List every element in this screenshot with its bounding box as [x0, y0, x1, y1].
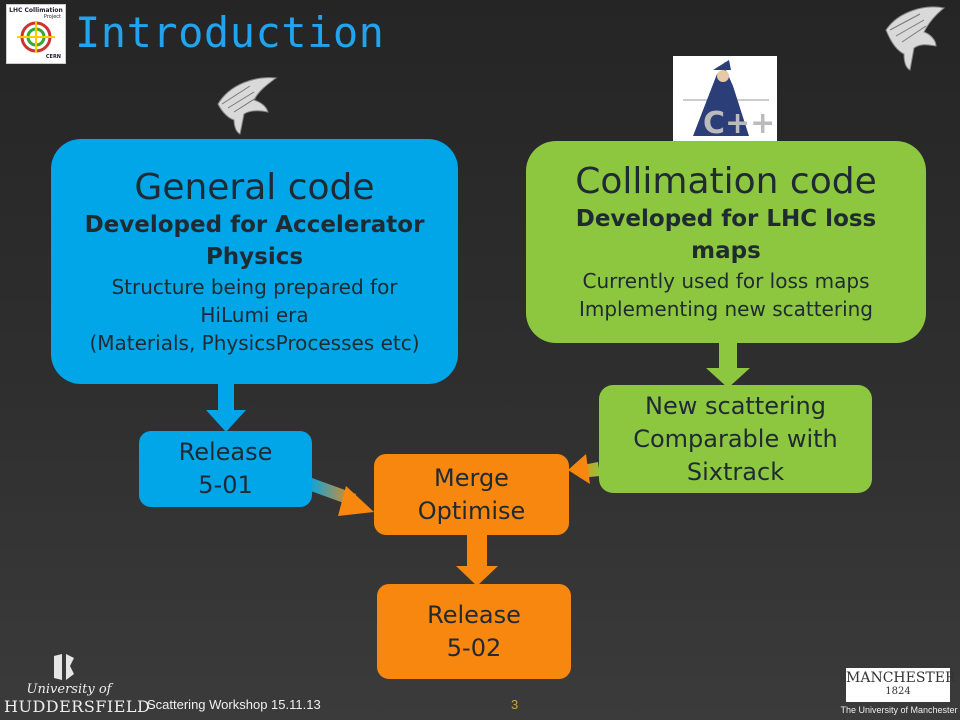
release-501-line2: 5-01	[198, 471, 253, 499]
arrow-collimation-to-newscattering	[706, 343, 750, 388]
huddersfield-line2: HUDDERSFIELD	[4, 697, 151, 716]
release-502-line1: Release	[427, 600, 521, 629]
arrow-release501-to-merge	[308, 478, 374, 516]
arrow-merge-to-release502	[456, 535, 498, 586]
new-scattering-line2: Comparable with	[633, 424, 838, 453]
huddersfield-logo: University of HUDDERSFIELD	[4, 650, 151, 716]
general-code-line2: HiLumi era	[200, 302, 309, 327]
page-number: 3	[511, 697, 519, 712]
release-502-line2: 5-02	[446, 633, 502, 662]
manchester-line1: MANCHESTER	[846, 670, 956, 686]
collimation-code-line1: Currently used for loss maps	[582, 269, 870, 293]
lhc-logo-text-top: LHC Collimation	[9, 7, 63, 14]
general-code-heading: General code	[134, 166, 375, 208]
release-501-box: Release 5-01	[139, 431, 312, 507]
collimation-code-subheading: Developed for LHC loss maps	[575, 206, 877, 264]
huddersfield-crest-icon	[54, 654, 74, 680]
new-scattering-line3: Sixtrack	[686, 457, 785, 486]
release-502-box: Release 5-02	[377, 584, 571, 679]
manchester-crest: MANCHESTER 1824	[846, 668, 956, 702]
footer-text: Scattering Workshop 15.11.13	[147, 697, 321, 712]
general-code-subheading: Developed for Accelerator Physics	[84, 211, 425, 270]
merge-line2: Optimise	[417, 496, 526, 525]
general-code-line3: (Materials, PhysicsProcesses etc)	[89, 330, 420, 355]
collimation-code-heading: Collimation code	[575, 161, 877, 202]
collimation-code-line2: Implementing new scattering	[578, 297, 874, 321]
new-scattering-line1: New scattering	[645, 391, 826, 420]
cpp-logo: C++	[673, 56, 777, 142]
manchester-line3: The University of Manchester	[840, 705, 958, 715]
cpp-wizard-icon	[683, 60, 769, 136]
lhc-logo-text-cern: CERN	[45, 54, 61, 60]
merge-optimise-box: Merge Optimise	[374, 454, 569, 535]
lhc-logo-text-project: Project	[43, 14, 61, 20]
merge-line1: Merge	[434, 463, 509, 492]
manchester-logo: MANCHESTER 1824 The University of Manche…	[840, 668, 958, 718]
crosshair-icon	[17, 21, 55, 53]
arrow-newscattering-to-merge	[568, 454, 600, 484]
collimation-code-box: Collimation code Developed for LHC loss …	[526, 141, 926, 343]
general-code-line1: Structure being prepared for	[111, 274, 398, 299]
manchester-line2: 1824	[885, 686, 911, 697]
general-code-box: General code Developed for Accelerator P…	[51, 139, 458, 384]
falcon-icon	[217, 77, 278, 135]
huddersfield-line1: University of	[26, 682, 112, 697]
falcon-icon	[885, 6, 946, 71]
cpp-logo-text: C++	[703, 106, 776, 141]
new-scattering-box: New scattering Comparable with Sixtrack	[599, 385, 872, 493]
lhc-collimation-logo: LHC Collimation Project CERN	[6, 4, 66, 64]
release-501-line1: Release	[178, 438, 273, 466]
arrow-general-to-release501	[206, 384, 246, 432]
slide-title: Introduction	[75, 8, 385, 57]
